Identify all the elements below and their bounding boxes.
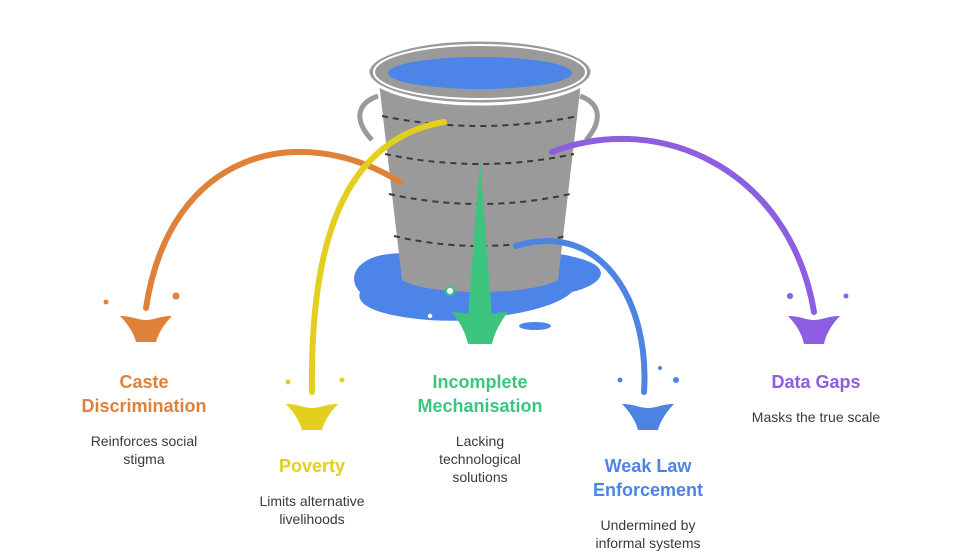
- bucket-handle: [357, 93, 379, 142]
- caste-stream: [143, 149, 403, 311]
- title-line: Discrimination: [81, 396, 207, 416]
- title-line: Caste: [119, 372, 169, 392]
- poverty-desc: Limits alternative livelihoods: [232, 492, 392, 528]
- data-splash-icon: [787, 293, 849, 344]
- title-line: Mechanisation: [417, 396, 543, 416]
- title-line: Incomplete: [432, 372, 528, 392]
- title-line: Poverty: [278, 456, 346, 476]
- bucket-band: [384, 153, 575, 165]
- title-line: Weak Law: [604, 456, 692, 476]
- caste-discrimination-desc: Reinforces social stigma: [64, 432, 224, 468]
- title-line: Enforcement: [592, 480, 704, 500]
- desc-line: Reinforces social: [90, 433, 198, 449]
- law-splash-icon: [617, 366, 679, 430]
- bucket-handle: [579, 93, 600, 142]
- desc-line: livelihoods: [279, 511, 345, 527]
- caste-discrimination-label: Caste Discrimination Reinforces social s…: [64, 370, 224, 468]
- water-drop: [426, 312, 434, 320]
- data-gaps-desc: Masks the true scale: [726, 408, 906, 426]
- desc-line: stigma: [123, 451, 165, 467]
- desc-line: technological: [439, 451, 521, 467]
- law-stream: [513, 238, 648, 395]
- weak-law-enforcement-desc: Undermined by informal systems: [568, 516, 728, 552]
- data-gaps-title: Data Gaps: [726, 370, 906, 394]
- bucket-water: [388, 57, 572, 89]
- caste-discrimination-title: Caste Discrimination: [64, 370, 224, 418]
- desc-line: Masks the true scale: [751, 409, 881, 425]
- title-line: Data Gaps: [771, 372, 861, 392]
- weak-law-enforcement-label: Weak Law Enforcement Undermined by infor…: [568, 454, 728, 552]
- leak-hole: [445, 286, 455, 296]
- data-gaps-label: Data Gaps Masks the true scale: [726, 370, 906, 426]
- desc-line: Limits alternative: [259, 493, 365, 509]
- poverty-title: Poverty: [232, 454, 392, 478]
- mechanisation-stream: [468, 160, 492, 316]
- desc-line: solutions: [452, 469, 508, 485]
- weak-law-enforcement-title: Weak Law Enforcement: [568, 454, 728, 502]
- desc-line: Lacking: [455, 433, 505, 449]
- desc-line: informal systems: [595, 535, 701, 551]
- bucket-rim-outline: [373, 44, 587, 100]
- bucket-band: [381, 115, 579, 127]
- poverty-splash-icon: [285, 377, 345, 430]
- caste-splash-icon: [103, 292, 180, 342]
- mechanisation-splash-icon: [452, 312, 508, 344]
- poverty-label: Poverty Limits alternative livelihoods: [232, 454, 392, 528]
- water-drop: [519, 322, 551, 330]
- desc-line: Undermined by: [600, 517, 696, 533]
- data-stream: [549, 135, 817, 315]
- incomplete-mechanisation-label: Incomplete Mechanisation Lacking technol…: [400, 370, 560, 486]
- incomplete-mechanisation-desc: Lacking technological solutions: [400, 432, 560, 486]
- poverty-stream: [308, 119, 447, 395]
- incomplete-mechanisation-title: Incomplete Mechanisation: [400, 370, 560, 418]
